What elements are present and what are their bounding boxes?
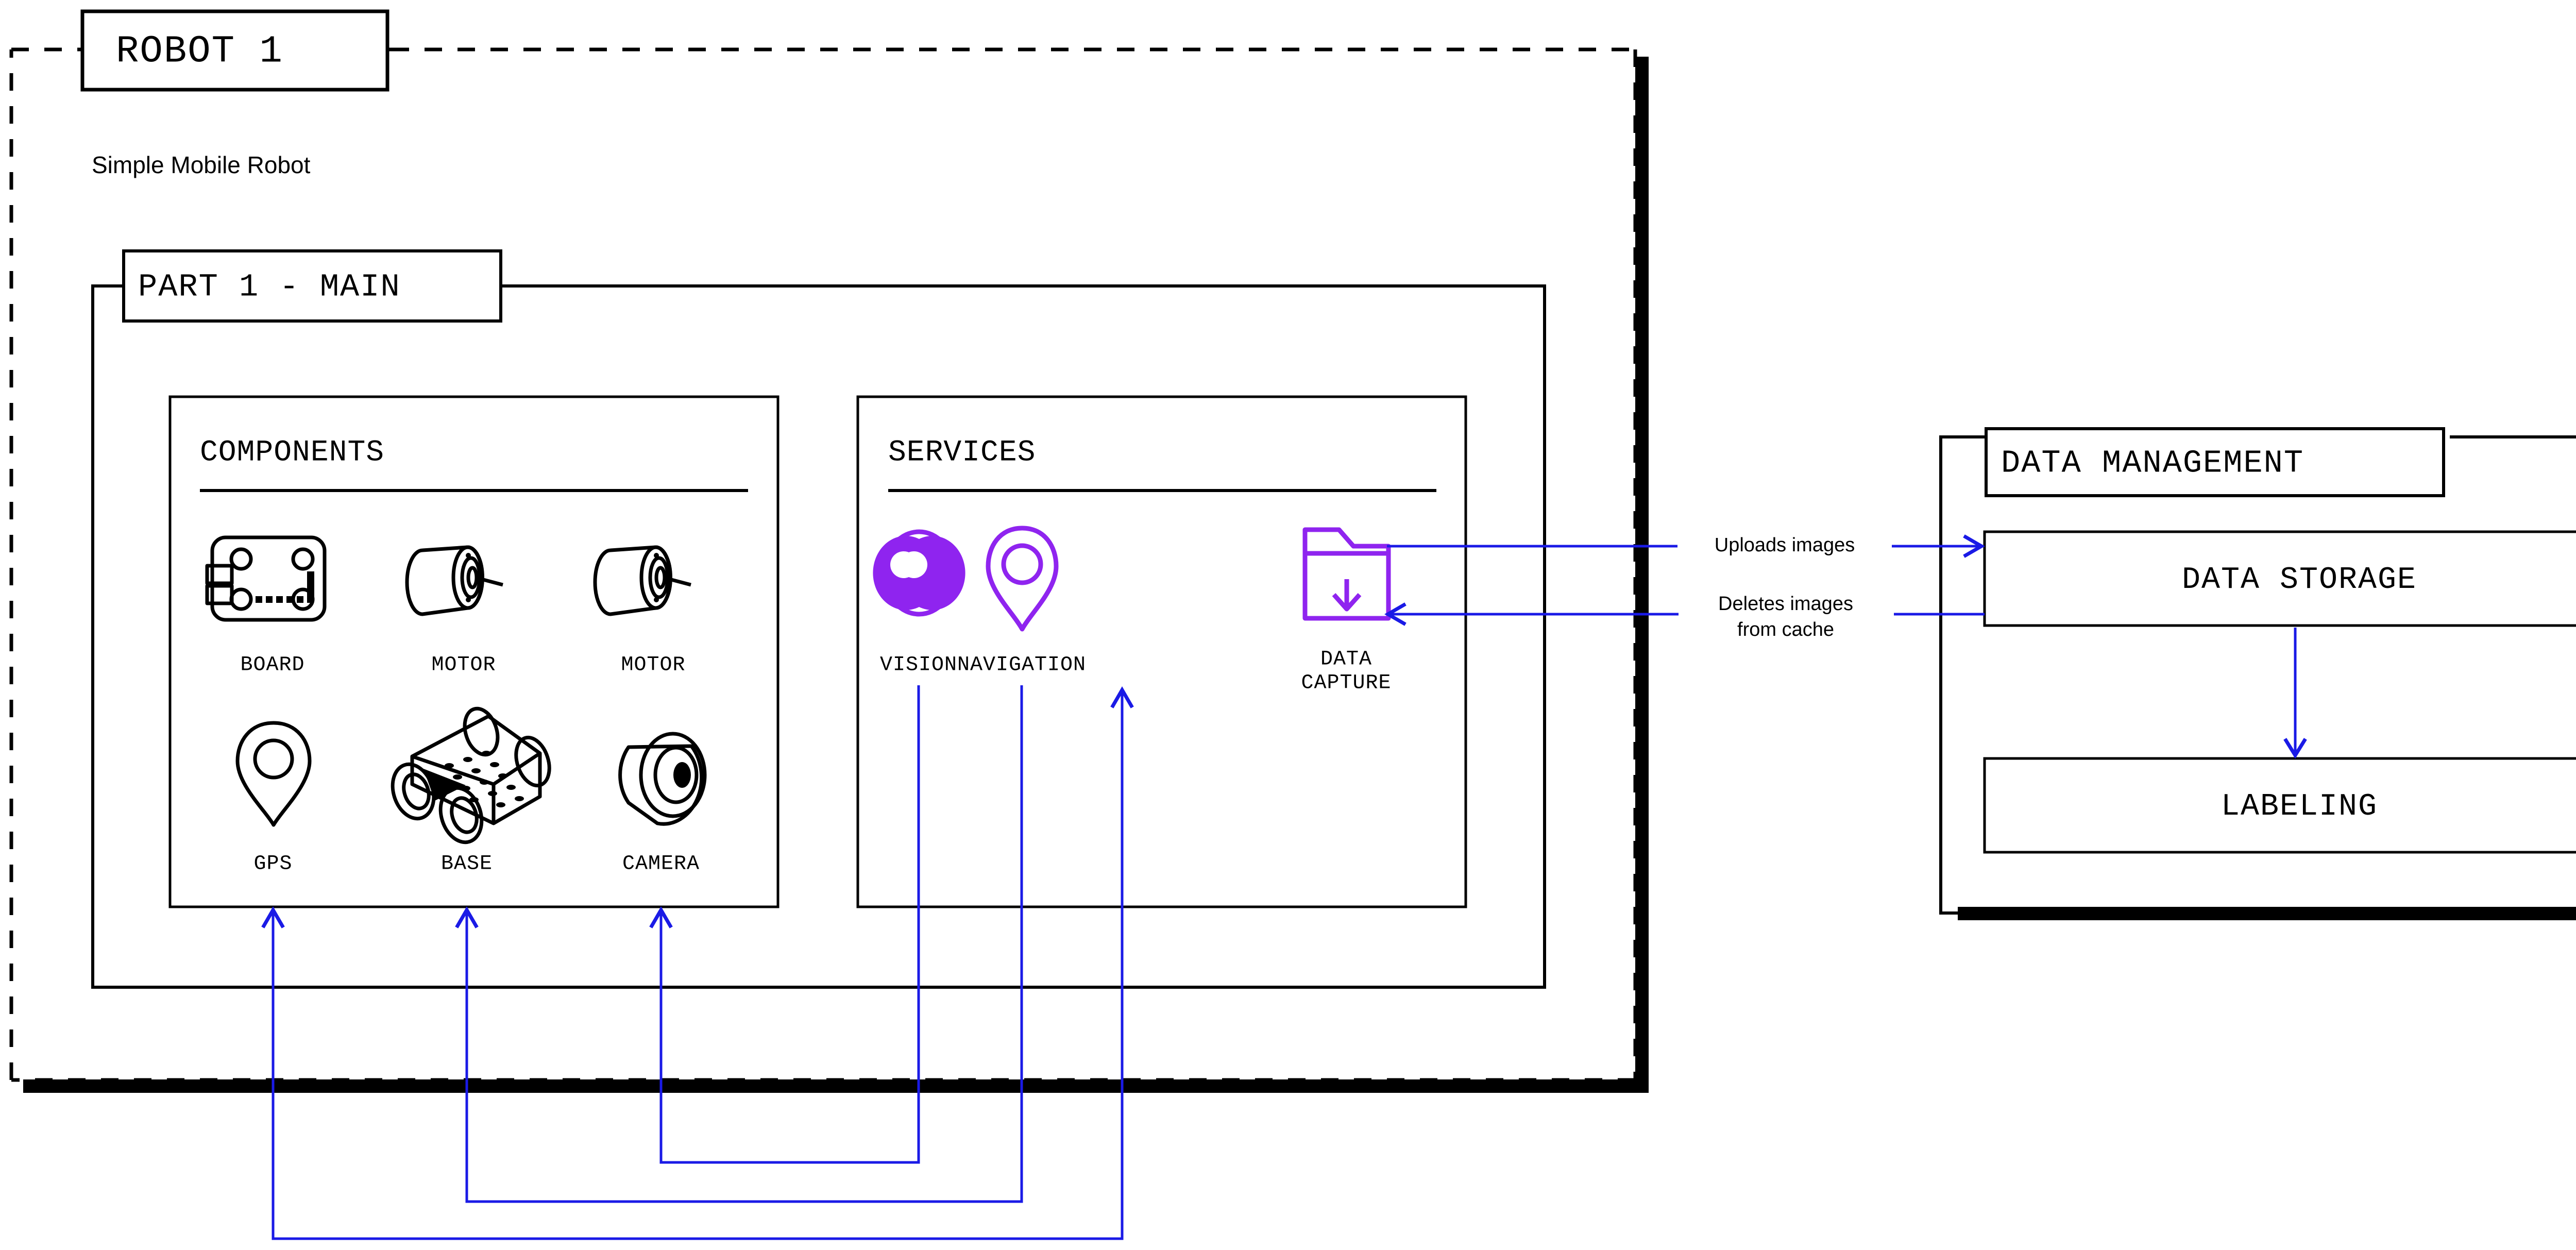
map-pin-icon <box>986 526 1059 632</box>
robot-subtitle: Simple Mobile Robot <box>92 151 311 178</box>
map-pin-icon <box>235 721 312 827</box>
component-label-board: BOARD <box>240 654 304 677</box>
wire-navigation-to-base <box>455 685 1023 1203</box>
robot-boundary-shadow-right <box>1635 57 1649 1093</box>
data-management-title-box <box>1985 427 2445 497</box>
components-panel: COMPONENTS BOARD <box>168 395 779 908</box>
eye-icon <box>873 529 965 617</box>
components-panel-header: COMPONENTS <box>200 436 384 469</box>
camera-lens-icon <box>618 732 707 826</box>
storage-to-labeling-arrow <box>2283 628 2307 759</box>
wire-label-uploads-images: Uploads images <box>1715 534 1855 556</box>
part-main-title-box <box>122 249 502 323</box>
robot-title-text: ROBOT 1 <box>116 30 283 74</box>
wire-gps-to-data-capture <box>261 686 1134 1240</box>
wire-uploads-images: Uploads images <box>1387 534 1985 558</box>
wire-deletes-images: Deletes images from cache <box>1384 593 1985 640</box>
labeling-box <box>1983 757 2576 854</box>
service-label-data-capture-line1: DATA <box>1320 648 1372 671</box>
data-management-frame <box>1939 435 2576 915</box>
data-management-container: DATA MANAGEMENT DATA STORAGE LABELING <box>1939 427 2576 920</box>
services-panel-header: SERVICES <box>888 436 1036 469</box>
circuit-board-icon <box>205 535 327 622</box>
service-label-navigation: NAVIGATION <box>957 654 1086 677</box>
component-label-motor-2: MOTOR <box>621 654 685 677</box>
component-label-base: BASE <box>441 853 493 876</box>
robot-title-chip: ROBOT 1 <box>80 9 389 92</box>
wire-label-deletes-images-line1: Deletes images <box>1718 593 1853 615</box>
part-main-title-text: PART 1 - MAIN <box>138 268 401 305</box>
component-label-motor-1: MOTOR <box>431 654 496 677</box>
part-main-container: PART 1 - MAIN <box>91 249 1546 989</box>
robot-title-box <box>80 9 389 92</box>
motor-icon <box>405 545 503 616</box>
part-main-frame <box>91 284 1546 989</box>
data-storage-box <box>1983 530 2576 627</box>
wire-label-deletes-images-line2: from cache <box>1737 619 1834 640</box>
service-label-vision: VISION <box>880 654 957 677</box>
data-storage-label: DATA STORAGE <box>2182 563 2417 598</box>
robot-boundary-group <box>9 47 1649 1093</box>
service-label-data-capture-line2: CAPTURE <box>1301 672 1391 695</box>
data-management-title-text: DATA MANAGEMENT <box>2001 445 2304 481</box>
services-panel-frame <box>856 395 1467 908</box>
folder-download-icon <box>1302 527 1391 621</box>
services-panel: SERVICES VISION NAVIGATION DATA CAPTURE <box>856 395 1467 908</box>
labeling-label: LABELING <box>2221 789 2378 824</box>
wire-vision-to-camera <box>649 685 920 1164</box>
component-label-camera: CAMERA <box>622 853 700 876</box>
component-label-gps: GPS <box>253 853 292 876</box>
wire-layer: Uploads images Deletes images from cache… <box>261 534 1985 1240</box>
motor-icon <box>593 545 691 616</box>
rover-base-icon <box>391 706 551 844</box>
components-panel-frame <box>168 395 779 908</box>
